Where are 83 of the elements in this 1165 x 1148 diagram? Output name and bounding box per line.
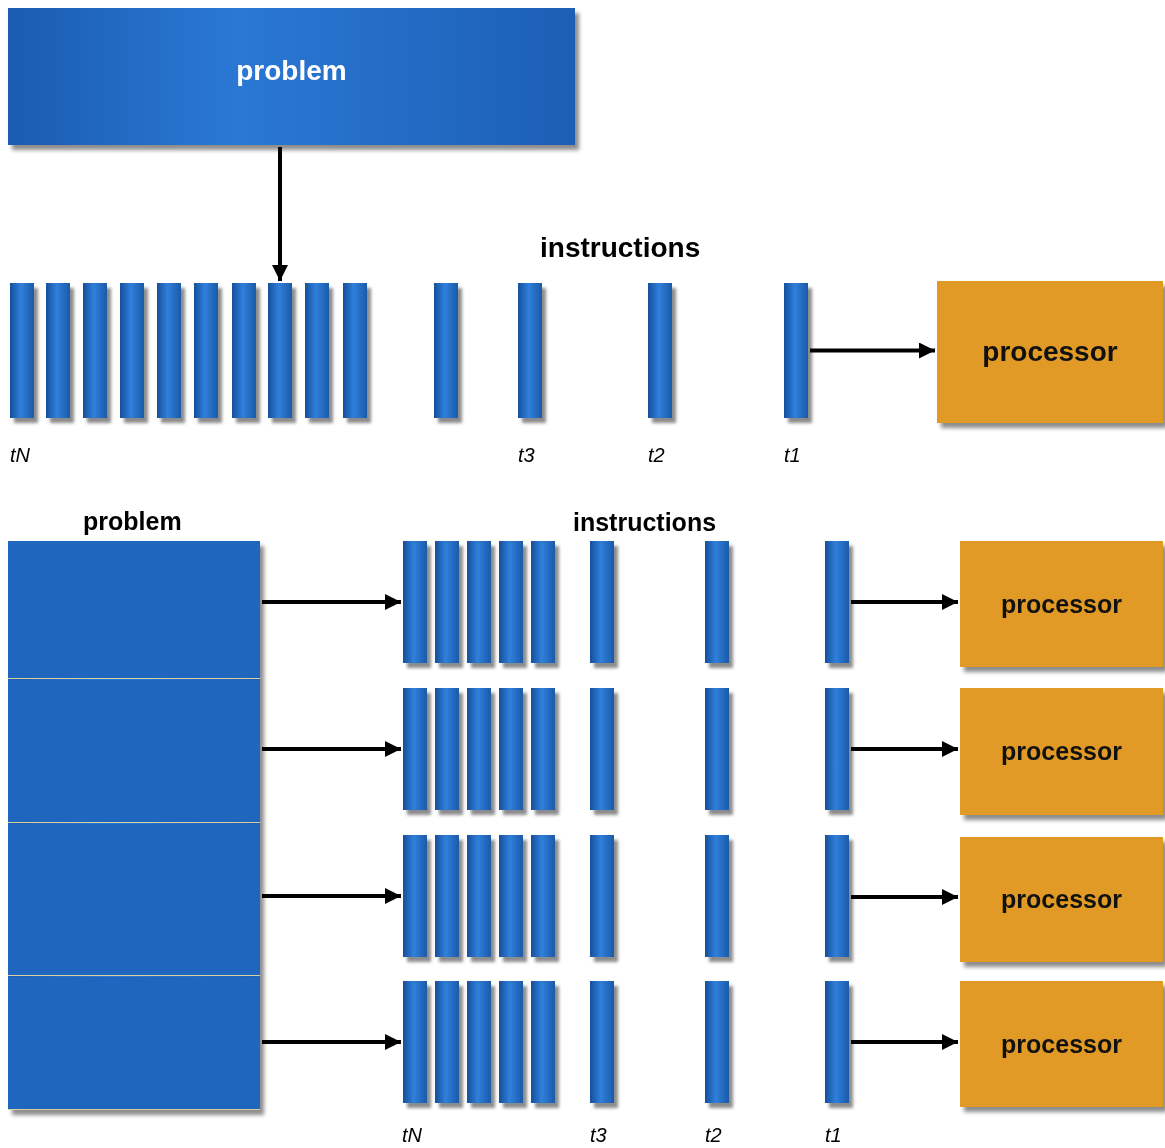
- processor-label: processor: [1001, 589, 1122, 619]
- instruction-bar: [467, 981, 491, 1103]
- arrow: [851, 889, 958, 905]
- arrow: [262, 1034, 401, 1050]
- instruction-bar: [590, 835, 614, 957]
- instruction-bar: [435, 981, 459, 1103]
- instruction-bar: [825, 541, 849, 663]
- arrow: [810, 342, 935, 359]
- problem-part: [8, 680, 260, 823]
- instruction-bar: [305, 283, 329, 418]
- instruction-bar: [590, 981, 614, 1103]
- processor-box: [960, 981, 1163, 1107]
- instruction-bar: [590, 688, 614, 810]
- instruction-bar: [268, 283, 292, 418]
- time-step-label: t1: [825, 1124, 842, 1147]
- time-step-label: t3: [590, 1124, 607, 1147]
- instruction-bar: [194, 283, 218, 418]
- instruction-bar: [467, 541, 491, 663]
- instructions-heading: instructions: [540, 232, 701, 264]
- processor-label: processor: [982, 336, 1118, 368]
- instruction-bar: [467, 688, 491, 810]
- time-step-label: t3: [518, 444, 535, 467]
- processor-label: processor: [1001, 1029, 1122, 1059]
- instruction-bar: [705, 981, 729, 1103]
- problem-part: [8, 824, 260, 976]
- processor-box: [960, 541, 1163, 667]
- instruction-bar: [499, 541, 523, 663]
- time-step-label: t1: [784, 444, 801, 467]
- instructions-heading: instructions: [573, 508, 717, 537]
- problem-label: problem: [236, 54, 347, 87]
- instruction-bar: [83, 283, 107, 418]
- instruction-bar: [648, 283, 672, 418]
- processor-label: processor: [1001, 737, 1122, 766]
- processor-label: processor: [1001, 885, 1122, 914]
- instruction-bar: [705, 835, 729, 957]
- instruction-bar: [343, 283, 367, 418]
- instruction-bar: [10, 283, 34, 418]
- instruction-bar: [467, 835, 491, 957]
- time-step-label: t2: [705, 1124, 722, 1147]
- instruction-bar: [825, 981, 849, 1103]
- arrow: [262, 594, 401, 610]
- arrow: [851, 741, 958, 757]
- instruction-bar: [403, 541, 427, 663]
- arrow: [851, 594, 958, 610]
- instruction-bar: [499, 835, 523, 957]
- instruction-bar: [435, 688, 459, 810]
- instruction-bar: [531, 688, 555, 810]
- instruction-bar: [46, 283, 70, 418]
- instruction-bar: [499, 688, 523, 810]
- instruction-bar: [403, 688, 427, 810]
- problem-heading: problem: [83, 507, 182, 536]
- instruction-bar: [825, 835, 849, 957]
- instruction-bar: [784, 283, 808, 418]
- problem-part: [8, 977, 260, 1110]
- arrow: [262, 888, 401, 904]
- instruction-bar: [531, 835, 555, 957]
- instruction-bar: [434, 283, 458, 418]
- arrow: [272, 147, 288, 281]
- instruction-bar: [531, 981, 555, 1103]
- instruction-bar: [232, 283, 256, 418]
- instruction-bar: [403, 981, 427, 1103]
- problem-part: [8, 541, 260, 679]
- processor-box: [960, 837, 1163, 962]
- instruction-bar: [590, 541, 614, 663]
- processor-box: [960, 688, 1163, 815]
- instruction-bar: [518, 283, 542, 418]
- instruction-bar: [435, 835, 459, 957]
- instruction-bar: [705, 688, 729, 810]
- instruction-bar: [531, 541, 555, 663]
- processor-box: [937, 281, 1163, 423]
- time-step-label: tN: [402, 1124, 422, 1147]
- time-step-label: t2: [648, 444, 665, 467]
- instruction-bar: [403, 835, 427, 957]
- instruction-bar: [157, 283, 181, 418]
- problem-box: [8, 8, 575, 145]
- instruction-bar: [705, 541, 729, 663]
- instruction-bar: [435, 541, 459, 663]
- instruction-bar: [120, 283, 144, 418]
- instruction-bar: [825, 688, 849, 810]
- instruction-bar: [499, 981, 523, 1103]
- time-step-label: tN: [10, 444, 30, 467]
- arrow: [262, 741, 401, 757]
- arrow: [851, 1034, 958, 1050]
